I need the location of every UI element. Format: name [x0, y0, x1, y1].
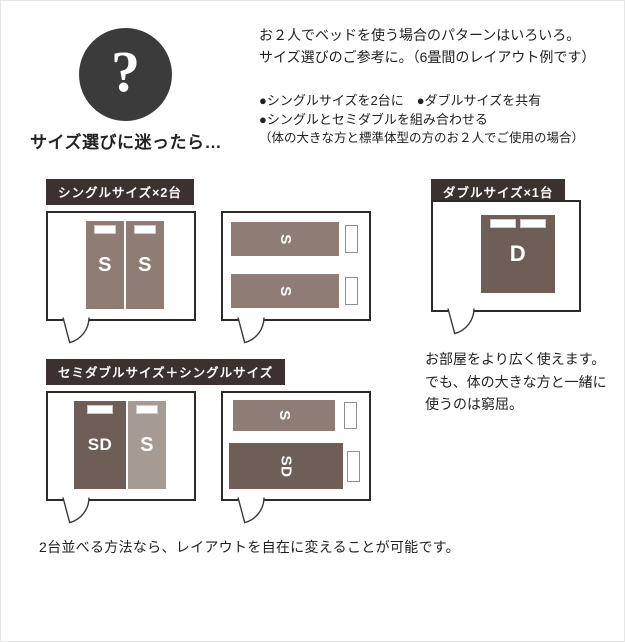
badge-single-x2: シングルサイズ×2台: [46, 179, 194, 205]
door-icon: [237, 496, 265, 524]
bed-double: D: [481, 215, 555, 293]
door-icon: [237, 316, 265, 344]
pillow: [520, 219, 546, 228]
pillow-stand: [344, 402, 357, 429]
bed-semidouble: SD: [229, 443, 343, 489]
pillow-stand: [347, 451, 360, 482]
bed-label: S: [275, 410, 293, 421]
pillow: [94, 225, 116, 234]
intro-line-2: サイズ選びのご参考に。（6畳間のレイアウト例です）: [259, 48, 596, 65]
bed-single: S: [231, 274, 339, 308]
note-line-3: 使うのは窮屈。: [425, 396, 523, 412]
intro-line-1: お２人でベッドを使う場合のパターンはいろいろ。: [259, 27, 581, 43]
badge-semidouble-plus-single: セミダブルサイズ＋シングルサイズ: [46, 359, 286, 385]
room-semidouble-single-side: SD S: [46, 391, 196, 524]
note-line-1: お部屋をより広く使えます。: [425, 351, 606, 367]
pillow: [136, 405, 158, 414]
bed-label: SD: [87, 435, 113, 454]
pillow: [490, 219, 516, 228]
pillow-stand: [345, 277, 358, 305]
pillow: [87, 405, 113, 414]
double-room-note: お部屋をより広く使えます。 でも、体の大きな方と一緒に 使うのは窮屈。: [425, 348, 607, 416]
room-two-singles-stacked: S S: [221, 211, 371, 344]
bed-label: S: [98, 253, 112, 276]
pillow: [134, 225, 156, 234]
room-semidouble-single-stacked: S SD: [221, 391, 371, 524]
intro-text: お２人でベッドを使う場合のパターンはいろいろ。 サイズ選びのご参考に。（6畳間の…: [259, 25, 595, 68]
bed-label: S: [140, 433, 154, 456]
bed-single: S: [231, 222, 339, 256]
pillow-stand: [345, 225, 358, 253]
bed-label: SD: [277, 455, 295, 477]
bed-label: S: [276, 233, 294, 245]
bed-label: S: [138, 253, 152, 276]
footer-note: 2台並べる方法なら、レイアウトを自在に変えることが可能です。: [39, 539, 460, 555]
bed-label: S: [276, 285, 294, 297]
question-circle: ?: [79, 28, 172, 121]
bullet-line-2: ●シングルとセミダブルを組み合わせる: [259, 112, 488, 127]
bed-single: S: [86, 221, 124, 309]
bullet-line-3: （体の大きな方と標準体型の方のお２人でご使用の場合）: [259, 131, 585, 145]
bed-single: S: [126, 221, 164, 309]
door-icon: [62, 316, 90, 344]
bed-single: S: [233, 400, 335, 431]
door-icon: [447, 307, 475, 335]
note-line-2: でも、体の大きな方と一緒に: [425, 373, 607, 390]
question-mark-icon: ?: [111, 38, 140, 104]
door-icon: [62, 496, 90, 524]
bed-single: S: [128, 401, 166, 489]
pattern-bullet-list: ●シングルサイズを2台に ●ダブルサイズを共有 ●シングルとセミダブルを組み合わ…: [259, 91, 584, 148]
bed-semidouble: SD: [74, 401, 126, 489]
room-one-double: D: [431, 200, 581, 335]
caption-title: サイズ選びに迷ったら…: [30, 133, 222, 152]
bullet-line-1: ●シングルサイズを2台に ●ダブルサイズを共有: [259, 93, 542, 108]
room-two-singles-side: S S: [46, 211, 196, 344]
bed-label: D: [509, 241, 527, 266]
